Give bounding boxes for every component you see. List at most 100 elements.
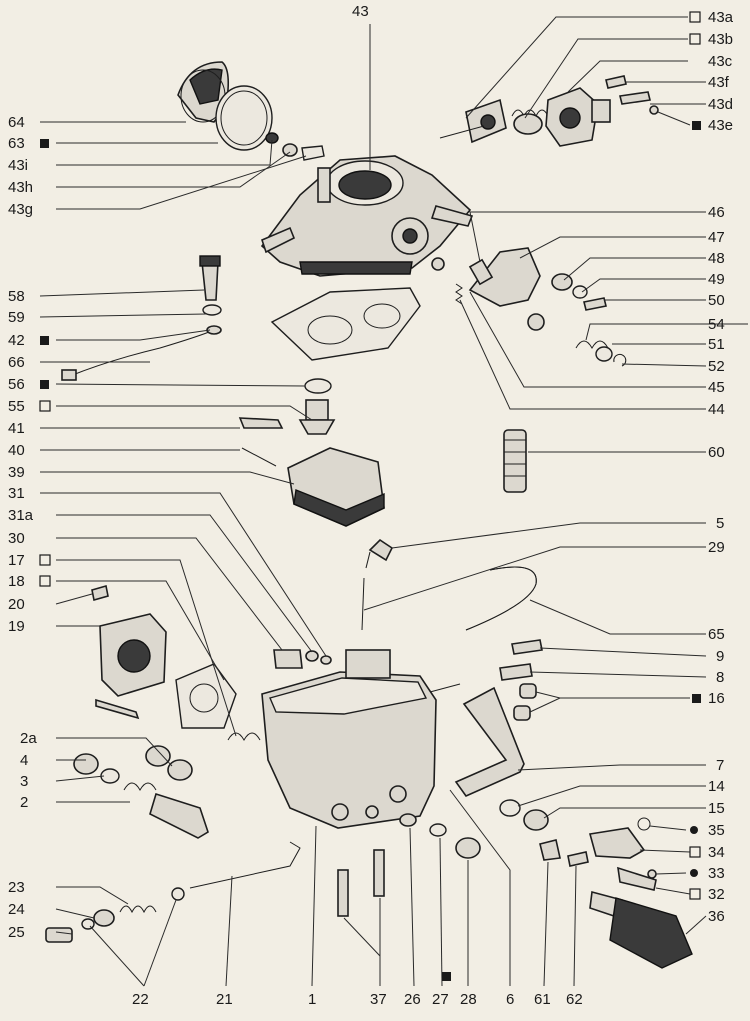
part-29-needle [361, 577, 365, 631]
marker-filled-square-43e [692, 121, 701, 130]
part-43h [282, 143, 298, 157]
part-2-choke-lever [123, 782, 209, 839]
part-35-ring [637, 817, 651, 831]
label-20: 20 [8, 596, 25, 613]
label-37: 37 [370, 991, 387, 1008]
label-43c: 43c [708, 53, 733, 70]
part-56-ring [304, 378, 332, 394]
label-66: 66 [8, 354, 25, 371]
label-43f: 43f [708, 74, 730, 91]
part-61-bracket [539, 839, 561, 861]
label-40: 40 [8, 442, 25, 459]
label-55: 55 [8, 398, 25, 415]
label-2a: 2a [20, 730, 37, 747]
label-32: 32 [708, 886, 725, 903]
label-45: 45 [708, 379, 725, 396]
part-36-solenoid-valve [589, 890, 693, 969]
marker-open-square-32 [689, 888, 701, 900]
label-25: 25 [8, 924, 25, 941]
part-62-screw [567, 851, 589, 867]
part-41-bracket [238, 417, 284, 429]
label-16: 16 [708, 690, 725, 707]
label-43i: 43i [8, 157, 28, 174]
part-54-spring [575, 340, 609, 350]
label-1: 1 [308, 991, 316, 1008]
part-58-screw [201, 261, 219, 301]
part-46-pin [468, 258, 494, 286]
part-drawings [45, 61, 693, 969]
part-24-nut [93, 909, 115, 927]
part-22-washer [171, 887, 185, 901]
part-15-nut [523, 809, 549, 831]
part-47-lever [468, 247, 541, 307]
label-35: 35 [708, 822, 725, 839]
label-21: 21 [216, 991, 233, 1008]
label-65: 65 [708, 626, 725, 643]
part-2a-bush [145, 745, 171, 767]
labels: 43 43a 43b 43c 43f 43d 43e 64 63 43i 43h… [8, 3, 734, 1008]
part-43e-clip [649, 105, 659, 115]
label-31: 31 [8, 485, 25, 502]
label-34: 34 [708, 844, 725, 861]
part-28-plug [455, 837, 481, 859]
part-25-tube [45, 927, 73, 943]
label-54: 54 [708, 316, 725, 333]
label-59: 59 [8, 309, 25, 326]
part-4-nut [73, 753, 99, 775]
label-15: 15 [708, 800, 725, 817]
label-43b: 43b [708, 31, 733, 48]
part-17-spring [227, 732, 261, 742]
label-4: 4 [20, 752, 28, 769]
label-36: 36 [708, 908, 725, 925]
label-28: 28 [460, 991, 477, 1008]
marker-open-square-17 [39, 554, 51, 566]
part-21-rod [189, 841, 301, 889]
label-5: 5 [716, 515, 724, 532]
label-49: 49 [708, 271, 725, 288]
label-29: 29 [708, 539, 725, 556]
label-43h: 43h [8, 179, 33, 196]
label-51: 51 [708, 336, 725, 353]
label-43: 43 [352, 3, 369, 20]
part-31a-jet [305, 650, 319, 662]
label-8: 8 [716, 669, 724, 686]
label-33: 33 [708, 865, 725, 882]
label-7: 7 [716, 757, 724, 774]
part-16-bush [519, 683, 537, 699]
label-3: 3 [20, 773, 28, 790]
label-60: 60 [708, 444, 725, 461]
part-43g [301, 145, 325, 161]
part-42-gasket [270, 287, 421, 361]
part-45-spring [455, 283, 463, 305]
part-37-stud [337, 869, 349, 917]
label-18: 18 [8, 573, 25, 590]
label-26: 26 [404, 991, 421, 1008]
part-43a-plunger [439, 98, 507, 144]
part-18-diaphragm [175, 663, 237, 729]
label-47: 47 [708, 229, 725, 246]
part-66-wire [69, 329, 215, 377]
label-52: 52 [708, 358, 725, 375]
part-20-screw [91, 584, 109, 602]
marker-filled-dot-33 [690, 869, 698, 877]
part-51-washer [595, 346, 613, 362]
label-9: 9 [716, 648, 724, 665]
part-55-needle-valve [298, 399, 336, 435]
marker-filled-square-27 [442, 972, 451, 981]
part-40-pin [241, 447, 277, 467]
part-27-washer [429, 823, 447, 837]
part-65-hose [465, 566, 537, 631]
label-44: 44 [708, 401, 725, 418]
part-9-screw [511, 639, 543, 655]
part-43d-pin [619, 91, 651, 105]
marker-open-square-34 [689, 846, 701, 858]
label-61: 61 [534, 991, 551, 1008]
part-43b-spring [511, 109, 549, 135]
part-39-float [287, 447, 385, 527]
part-23-spring [119, 905, 157, 914]
part-43-upper-body [260, 155, 474, 277]
part-30-jet [273, 649, 303, 669]
label-17: 17 [8, 552, 25, 569]
part-64-cap [177, 61, 230, 123]
